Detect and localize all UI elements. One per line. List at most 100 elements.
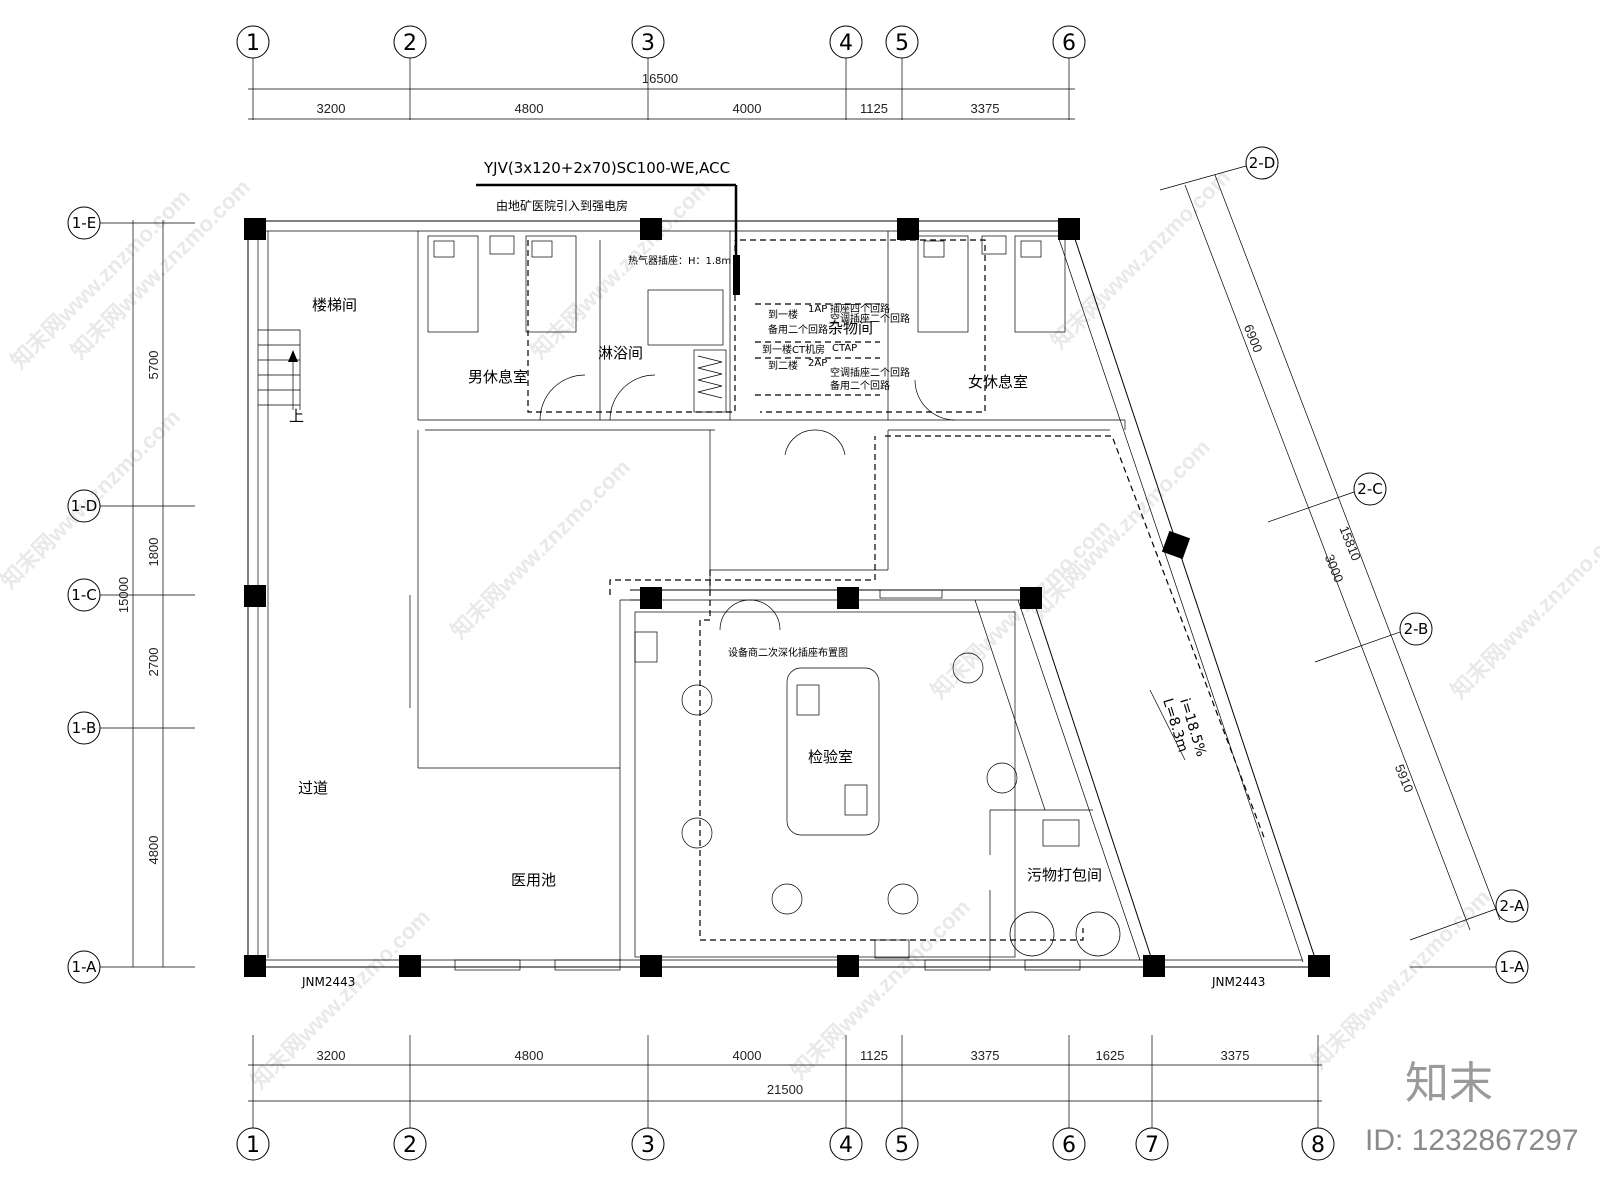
svg-text:3: 3 xyxy=(641,31,655,56)
svg-text:2-C: 2-C xyxy=(1357,480,1382,498)
dim-bottom-total: 21500 xyxy=(767,1082,803,1097)
lab-furniture xyxy=(634,631,1121,959)
svg-text:2700: 2700 xyxy=(146,648,161,677)
dim-bottom-seg: 4000 xyxy=(733,1048,762,1063)
bed xyxy=(525,235,577,333)
incoming-cable: YJV(3x120+2x70)SC100-WE,ACC 由地矿医院引入到强电房 xyxy=(476,159,738,260)
room-female: 女休息室 xyxy=(968,373,1028,391)
svg-text:1-B: 1-B xyxy=(72,719,97,737)
svg-text:2-B: 2-B xyxy=(1404,620,1429,638)
room-labels: 楼梯间 上 男休息室 淋浴间 女休息室 过道 医用池 检验室 污物打包间 xyxy=(289,296,1102,889)
axis-bubble-6: 6 xyxy=(1052,25,1086,120)
svg-text:15000: 15000 xyxy=(116,577,131,613)
room-male: 男休息室 xyxy=(468,368,528,386)
svg-text:2: 2 xyxy=(403,31,417,56)
svg-text:到二楼: 到二楼 xyxy=(768,359,798,372)
beds xyxy=(427,235,1066,333)
svg-text:6900: 6900 xyxy=(1241,322,1266,354)
svg-text:2: 2 xyxy=(403,1133,417,1158)
svg-text:5910: 5910 xyxy=(1392,762,1417,794)
svg-text:15810: 15810 xyxy=(1336,524,1363,563)
dim-bottom-seg: 3375 xyxy=(1221,1048,1250,1063)
svg-text:CTAP: CTAP xyxy=(832,343,857,354)
dim-bottom-seg: 1625 xyxy=(1096,1048,1125,1063)
svg-text:4800: 4800 xyxy=(146,836,161,865)
watermark: 知末网www.znzmo.com xyxy=(1446,514,1600,703)
room-shower: 淋浴间 xyxy=(598,344,643,362)
room-corridor: 过道 xyxy=(298,779,328,797)
bed xyxy=(1014,235,1066,333)
dim-bottom-seg: 1125 xyxy=(860,1048,888,1063)
svg-text:7: 7 xyxy=(1145,1133,1159,1158)
svg-text:4: 4 xyxy=(839,31,853,56)
svg-text:1: 1 xyxy=(246,1133,260,1158)
svg-text:1-D: 1-D xyxy=(71,497,98,515)
bed xyxy=(917,235,969,333)
watermark: 知末网www.znzmo.com xyxy=(1026,434,1215,623)
svg-text:5: 5 xyxy=(895,1133,909,1158)
dim-top-seg: 1125 xyxy=(860,101,888,116)
door-code-left: JNM2443 xyxy=(301,975,355,989)
bottom-axis-grid: 3200 4800 4000 1125 3375 1625 3375 21500… xyxy=(236,1035,1335,1161)
dim-top-seg: 4000 xyxy=(733,101,762,116)
svg-text:4: 4 xyxy=(839,1133,853,1158)
svg-text:1AP: 1AP xyxy=(808,304,827,315)
brand-logo: 知末 ID: 1232867297 xyxy=(1365,1058,1579,1157)
staircase xyxy=(258,329,301,410)
axis-bubble-5: 5 xyxy=(885,25,919,120)
svg-text:到一楼CT机房: 到一楼CT机房 xyxy=(762,343,825,356)
axis-bubble-2: 2 xyxy=(393,25,427,120)
bed xyxy=(427,235,479,333)
room-waste: 污物打包间 xyxy=(1027,866,1102,884)
svg-text:3000: 3000 xyxy=(1322,552,1347,584)
axis-bubble-3: 3 xyxy=(631,25,665,120)
dim-top-total: 16500 xyxy=(642,71,678,86)
notes: 热气器插座：H：1.8m 设备商二次深化插座布置图 JNM2443 JNM244… xyxy=(301,254,1265,989)
svg-text:备用二个回路: 备用二个回路 xyxy=(768,323,828,336)
panel-schedule: 到一楼 1AP 插座四个回路 空调插座二个回路 备用二个回路 杂物间 到一楼CT… xyxy=(755,302,910,396)
svg-text:1-C: 1-C xyxy=(71,586,96,604)
svg-text:1800: 1800 xyxy=(146,538,161,567)
svg-text:6: 6 xyxy=(1062,1133,1076,1158)
doors xyxy=(539,374,956,631)
axis-bubble-1: 1 xyxy=(236,25,270,120)
left-axis-grid: 1-E 1-D 1-C 1-B 1-A 5700 1800 2700 4800 … xyxy=(67,206,195,984)
dim-top-seg: 3375 xyxy=(971,101,1000,116)
svg-text:1-A: 1-A xyxy=(72,958,98,976)
axis-bubble-4: 4 xyxy=(829,25,863,120)
right-axis-grid: 2-D 2-C 2-B 2-A 1-A 6900 3000 5910 15810 xyxy=(1159,146,1529,984)
svg-text:空调插座二个回路: 空调插座二个回路 xyxy=(830,312,910,325)
svg-text:1: 1 xyxy=(246,31,260,56)
circuits xyxy=(527,239,1266,941)
svg-text:1-E: 1-E xyxy=(72,214,96,232)
dim-bottom-seg: 3375 xyxy=(971,1048,1000,1063)
heater-note: 热气器插座：H：1.8m xyxy=(628,254,731,267)
svg-text:6: 6 xyxy=(1062,31,1076,56)
svg-text:插座四个回路: 插座四个回路 xyxy=(830,302,890,315)
dim-bottom-seg: 4800 xyxy=(515,1048,544,1063)
dim-bottom-seg: 3200 xyxy=(317,1048,346,1063)
svg-text:5700: 5700 xyxy=(146,351,161,380)
stair-up-label: 上 xyxy=(289,407,304,425)
door-code-right: JNM2443 xyxy=(1211,975,1265,989)
svg-text:到一楼: 到一楼 xyxy=(768,308,798,321)
room-storage: 杂物间 xyxy=(828,319,873,337)
svg-text:空调插座二个回路: 空调插座二个回路 xyxy=(830,366,910,379)
columns xyxy=(244,218,1330,977)
brand-name: 知末 xyxy=(1405,1058,1493,1109)
equip-note: 设备商二次深化插座布置图 xyxy=(728,646,848,659)
cable-note: 由地矿医院引入到强电房 xyxy=(496,198,628,213)
brand-id: ID: 1232867297 xyxy=(1365,1124,1579,1157)
room-stair: 楼梯间 xyxy=(312,296,357,314)
room-lab: 检验室 xyxy=(808,748,853,766)
svg-text:2AP: 2AP xyxy=(808,358,827,369)
room-pool: 医用池 xyxy=(511,871,556,889)
watermark: 知末网www.znzmo.com xyxy=(1046,164,1235,353)
svg-text:1-A: 1-A xyxy=(1500,958,1526,976)
watermark: 知末网www.znzmo.com xyxy=(1306,884,1495,1073)
svg-text:5: 5 xyxy=(895,31,909,56)
svg-text:8: 8 xyxy=(1311,1133,1325,1158)
dim-top-seg: 3200 xyxy=(317,101,346,116)
svg-text:2-D: 2-D xyxy=(1249,154,1276,172)
